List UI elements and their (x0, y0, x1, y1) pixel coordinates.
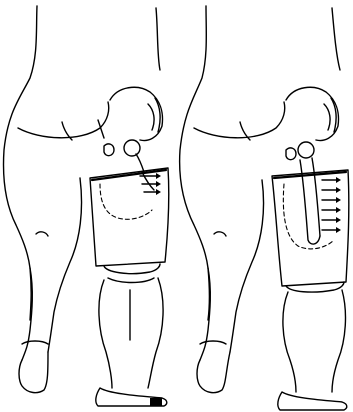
left-shank-outline (99, 278, 163, 388)
right-natural-foot-top (200, 341, 226, 344)
left-knee-marks (36, 232, 48, 236)
right-residual-limb-dashed (283, 184, 334, 249)
right-arrowhead-6 (336, 227, 341, 233)
left-panel-figure (4, 6, 169, 406)
right-arrowhead-5 (336, 217, 341, 223)
left-knee-lower (108, 278, 154, 283)
right-pelvis-inner (324, 104, 330, 130)
left-pelvis-outline (110, 87, 163, 140)
right-bone-fragment (286, 148, 296, 160)
left-femur-shaft (142, 172, 154, 190)
right-femoral-head (298, 142, 314, 158)
left-natural-foot-top (22, 341, 48, 344)
right-torso-left-contour (180, 6, 210, 320)
left-bone-fragment (104, 144, 114, 156)
right-panel-figure (180, 6, 349, 410)
right-shank-outline (283, 290, 346, 392)
left-shoe-heel (150, 398, 162, 406)
left-force-arrows (140, 173, 161, 195)
right-arrowhead-3 (336, 197, 341, 203)
right-shoe (278, 392, 347, 410)
right-pelvis-outline (286, 87, 339, 140)
left-buttock-contour (18, 102, 109, 138)
right-knee-marks (214, 232, 226, 236)
left-torso-waist-line (156, 8, 160, 70)
left-torso-left-contour (4, 6, 38, 320)
right-torso-right-contour (332, 8, 340, 70)
right-natural-leg-inner (230, 180, 264, 352)
left-arrowhead-2 (156, 181, 161, 187)
right-buttock-contour (194, 102, 285, 138)
left-femoral-head (124, 140, 140, 156)
left-residual-limb-dashed (100, 184, 152, 219)
right-natural-foot (197, 352, 230, 393)
right-force-arrows (322, 177, 341, 233)
right-femur-shaft-a (312, 158, 320, 236)
left-natural-leg-inner (48, 178, 82, 352)
left-arrowhead-1 (156, 173, 161, 179)
left-arrowhead-3 (156, 189, 161, 195)
right-arrowhead-4 (336, 207, 341, 213)
right-arrowhead-1 (336, 177, 341, 183)
left-femur-neck (136, 154, 144, 172)
left-socket-brim (92, 170, 166, 180)
left-pelvis-inner (148, 104, 154, 130)
right-arrowhead-2 (336, 187, 341, 193)
